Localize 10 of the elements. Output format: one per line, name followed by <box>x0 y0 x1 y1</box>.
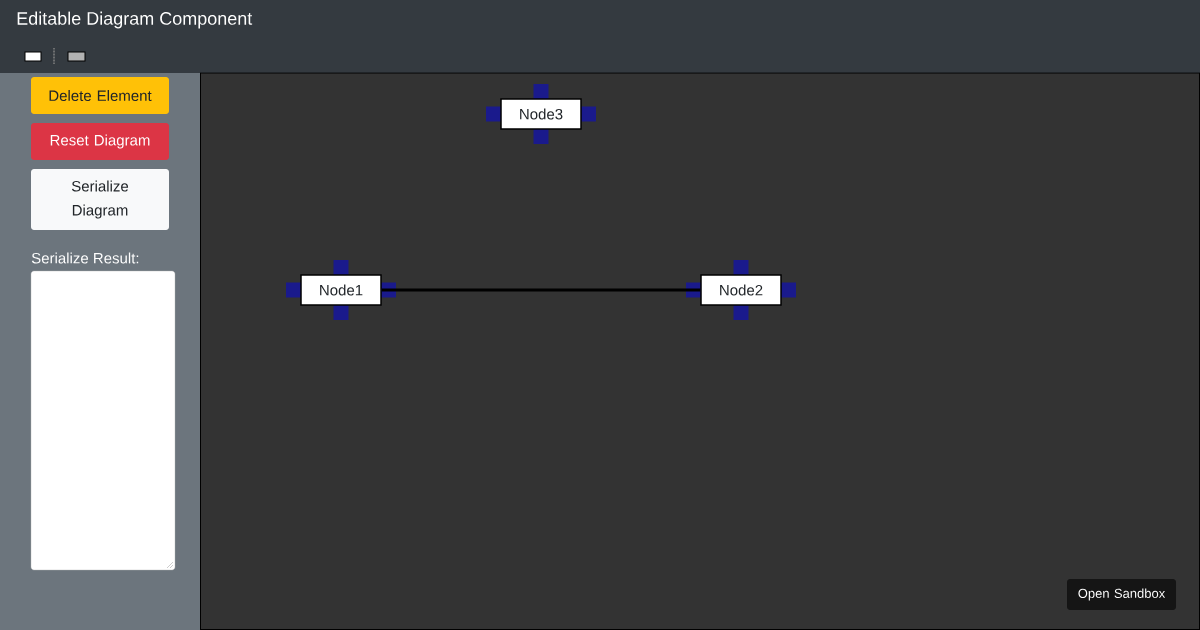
node-box: Node1 <box>300 274 382 306</box>
button: Open Sandbox <box>1067 579 1176 610</box>
button: Reset Diagram <box>31 123 169 160</box>
button: Delete Element <box>31 77 169 114</box>
field-label: Serialize Result: <box>31 252 139 264</box>
button: Serialize Diagram <box>31 169 169 230</box>
node-box: Node3 <box>500 98 582 130</box>
page-title: Editable Diagram Component <box>17 11 253 29</box>
connector-line <box>381 288 701 292</box>
node-box: Node2 <box>700 274 782 306</box>
